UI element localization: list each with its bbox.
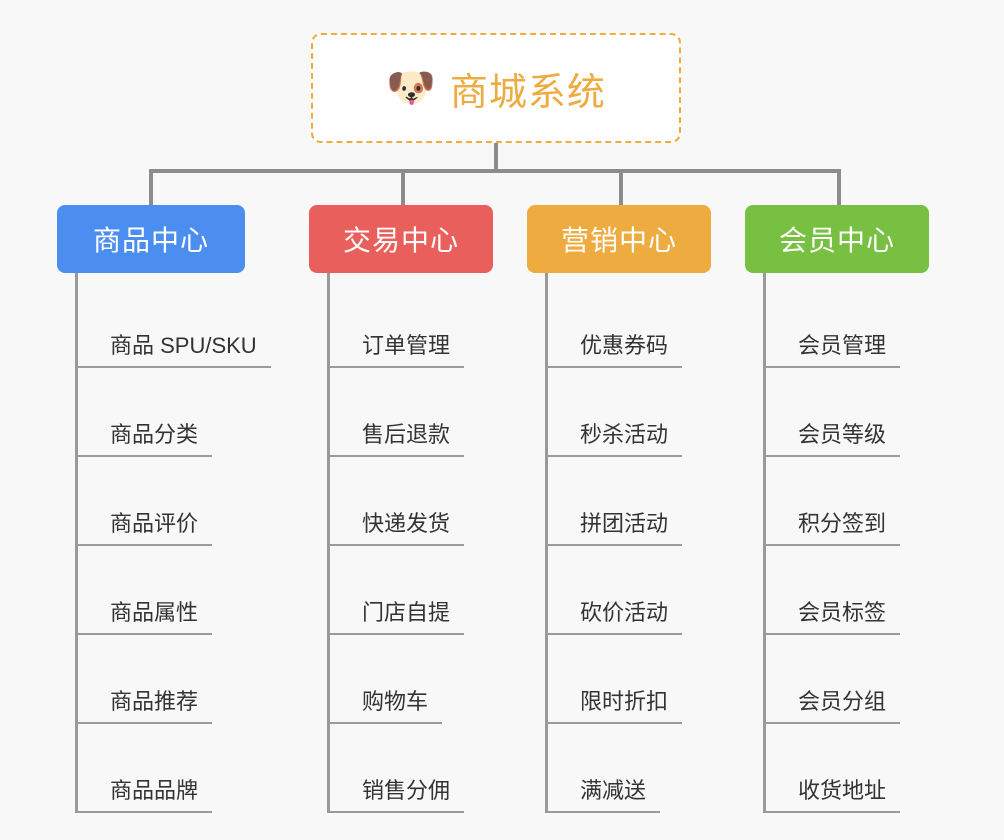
- list-item[interactable]: 商品分类: [78, 368, 245, 457]
- category-column-1: 交易中心 订单管理 售后退款 快递发货 门店自提 购物车 销售分佣: [309, 205, 493, 813]
- list-item[interactable]: 商品推荐: [78, 635, 245, 724]
- list-item[interactable]: 收货地址: [766, 724, 929, 813]
- leaf-label: 限时折扣: [548, 688, 683, 724]
- leaf-label: 秒杀活动: [548, 421, 683, 457]
- leaf-label: 会员标签: [766, 599, 901, 635]
- list-item[interactable]: 售后退款: [330, 368, 493, 457]
- connector-root-stem: [494, 143, 498, 171]
- leaf-label: 满减送: [548, 777, 661, 813]
- leaf-list-0: 商品 SPU/SKU 商品分类 商品评价 商品属性 商品推荐 商品品牌: [75, 273, 271, 813]
- connector-drop-0: [149, 169, 153, 205]
- list-item[interactable]: 会员管理: [766, 279, 929, 368]
- leaf-label: 砍价活动: [548, 599, 683, 635]
- connector-drop-2: [619, 169, 623, 205]
- category-column-3: 会员中心 会员管理 会员等级 积分签到 会员标签 会员分组 收货地址: [745, 205, 929, 813]
- list-item[interactable]: 会员标签: [766, 546, 929, 635]
- leaf-label: 门店自提: [330, 599, 465, 635]
- leaf-label: 商品品牌: [78, 777, 213, 813]
- shiba-dog-icon: 🐶: [386, 66, 436, 110]
- category-header-3[interactable]: 会员中心: [745, 205, 929, 273]
- connector-drop-3: [837, 169, 841, 205]
- leaf-list-2: 优惠券码 秒杀活动 拼团活动 砍价活动 限时折扣 满减送: [545, 273, 711, 813]
- list-item[interactable]: 拼团活动: [548, 457, 711, 546]
- list-item[interactable]: 会员分组: [766, 635, 929, 724]
- list-item[interactable]: 购物车: [330, 635, 493, 724]
- leaf-label: 会员等级: [766, 421, 901, 457]
- list-item[interactable]: 门店自提: [330, 546, 493, 635]
- list-item[interactable]: 秒杀活动: [548, 368, 711, 457]
- category-header-1[interactable]: 交易中心: [309, 205, 493, 273]
- connector-horizontal-bus: [149, 169, 841, 173]
- list-item[interactable]: 商品属性: [78, 546, 245, 635]
- leaf-label: 订单管理: [330, 332, 465, 368]
- list-item[interactable]: 积分签到: [766, 457, 929, 546]
- category-header-0[interactable]: 商品中心: [57, 205, 245, 273]
- leaf-label: 销售分佣: [330, 777, 465, 813]
- category-column-0: 商品中心 商品 SPU/SKU 商品分类 商品评价 商品属性 商品推荐 商品品牌: [57, 205, 271, 813]
- list-item[interactable]: 限时折扣: [548, 635, 711, 724]
- leaf-label: 商品推荐: [78, 688, 213, 724]
- list-item[interactable]: 订单管理: [330, 279, 493, 368]
- leaf-list-1: 订单管理 售后退款 快递发货 门店自提 购物车 销售分佣: [327, 273, 493, 813]
- leaf-list-3: 会员管理 会员等级 积分签到 会员标签 会员分组 收货地址: [763, 273, 929, 813]
- list-item[interactable]: 销售分佣: [330, 724, 493, 813]
- leaf-label: 购物车: [330, 688, 443, 724]
- leaf-label: 收货地址: [766, 777, 901, 813]
- list-item[interactable]: 商品评价: [78, 457, 245, 546]
- leaf-label: 快递发货: [330, 510, 465, 546]
- list-item[interactable]: 商品品牌: [78, 724, 245, 813]
- root-node[interactable]: 🐶 商城系统: [311, 33, 681, 143]
- connector-drop-1: [401, 169, 405, 205]
- leaf-label: 会员管理: [766, 332, 901, 368]
- leaf-label: 会员分组: [766, 688, 901, 724]
- list-item[interactable]: 优惠券码: [548, 279, 711, 368]
- category-column-2: 营销中心 优惠券码 秒杀活动 拼团活动 砍价活动 限时折扣 满减送: [527, 205, 711, 813]
- list-item[interactable]: 满减送: [548, 724, 711, 813]
- leaf-label: 商品属性: [78, 599, 213, 635]
- leaf-label: 商品分类: [78, 421, 213, 457]
- leaf-label: 积分签到: [766, 510, 901, 546]
- list-item[interactable]: 会员等级: [766, 368, 929, 457]
- list-item[interactable]: 商品 SPU/SKU: [78, 279, 271, 368]
- leaf-label: 商品评价: [78, 510, 213, 546]
- leaf-label: 优惠券码: [548, 332, 683, 368]
- leaf-label: 拼团活动: [548, 510, 683, 546]
- root-title: 商城系统: [449, 71, 606, 114]
- leaf-label: 售后退款: [330, 421, 465, 457]
- list-item[interactable]: 快递发货: [330, 457, 493, 546]
- leaf-label: 商品 SPU/SKU: [78, 332, 271, 368]
- list-item[interactable]: 砍价活动: [548, 546, 711, 635]
- category-header-2[interactable]: 营销中心: [527, 205, 711, 273]
